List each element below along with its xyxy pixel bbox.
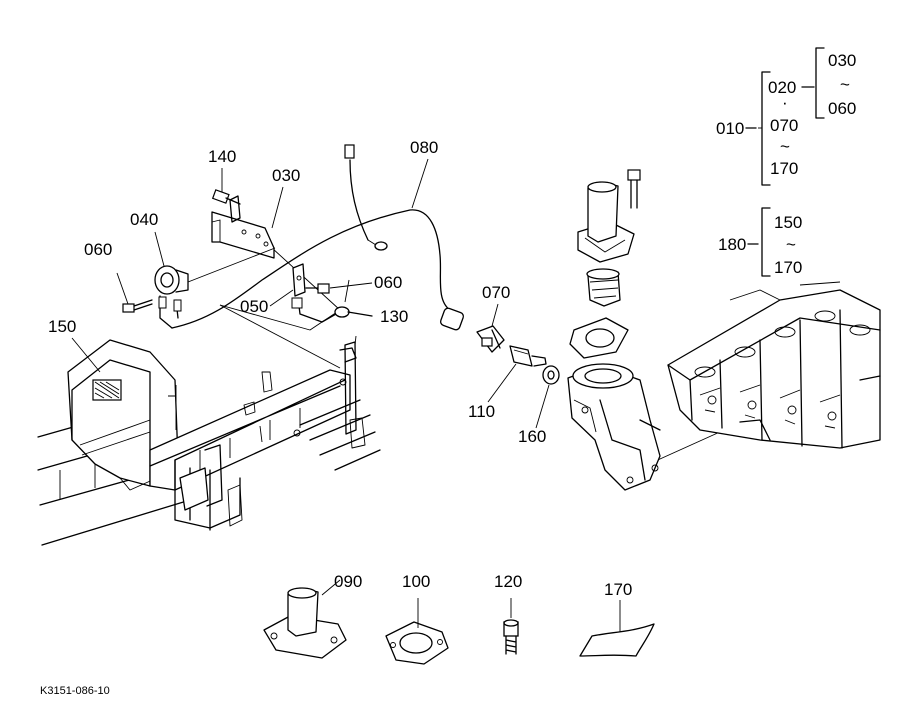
outlet-flange-090-drawing — [263, 579, 347, 659]
callout-140: 140 — [208, 147, 236, 166]
thermostat-assembly-drawing — [567, 169, 661, 491]
tree-tilde-1: ~ — [780, 137, 790, 156]
callout-130: 130 — [380, 307, 408, 326]
tree-tilde-2: ~ — [840, 75, 850, 94]
engine-block-drawing — [667, 281, 881, 449]
callout-160: 160 — [518, 427, 546, 446]
assembly-tree: 010 020 · 070 ~ 170 030 ~ 060 180 150 ~ … — [716, 47, 856, 277]
callout-110: 110 — [468, 402, 495, 421]
chassis-frame-drawing — [37, 335, 381, 546]
tree-180-170: 170 — [774, 258, 802, 277]
callout-100: 100 — [402, 572, 430, 591]
callout-050: 050 — [240, 297, 268, 316]
tree-root-010: 010 — [716, 119, 744, 138]
callout-060-right: 060 — [374, 273, 402, 292]
diagram-code: K3151-086-10 — [40, 685, 110, 697]
tree-dot: · — [782, 93, 788, 112]
callout-090: 090 — [334, 572, 362, 591]
gasket-100-drawing — [385, 598, 449, 665]
tree-sub-030: 030 — [828, 51, 856, 70]
horn-bracket-drawing — [116, 189, 276, 329]
tree-tilde-3: ~ — [786, 235, 796, 254]
harness-drawing — [171, 144, 464, 331]
callout-070: 070 — [482, 283, 510, 302]
callout-060-left: 060 — [84, 240, 112, 259]
tree-180-150: 150 — [774, 213, 802, 232]
callout-080: 080 — [410, 138, 438, 157]
tree-070: 070 — [770, 116, 798, 135]
tree-sub-060: 060 — [828, 99, 856, 118]
callout-150: 150 — [48, 317, 76, 336]
callout-labels: 140 030 040 060 050 060 130 080 070 110 … — [48, 138, 632, 599]
callout-030: 030 — [272, 166, 300, 185]
sealant-170-drawing — [579, 600, 655, 657]
callout-040: 040 — [130, 210, 158, 229]
tree-170: 170 — [770, 159, 798, 178]
tree-root-180: 180 — [718, 235, 746, 254]
bolt-120-drawing — [503, 598, 519, 655]
sensor-drawing — [476, 325, 560, 385]
tree-020: 020 — [768, 78, 796, 97]
callout-120: 120 — [494, 572, 522, 591]
callout-170: 170 — [604, 580, 632, 599]
